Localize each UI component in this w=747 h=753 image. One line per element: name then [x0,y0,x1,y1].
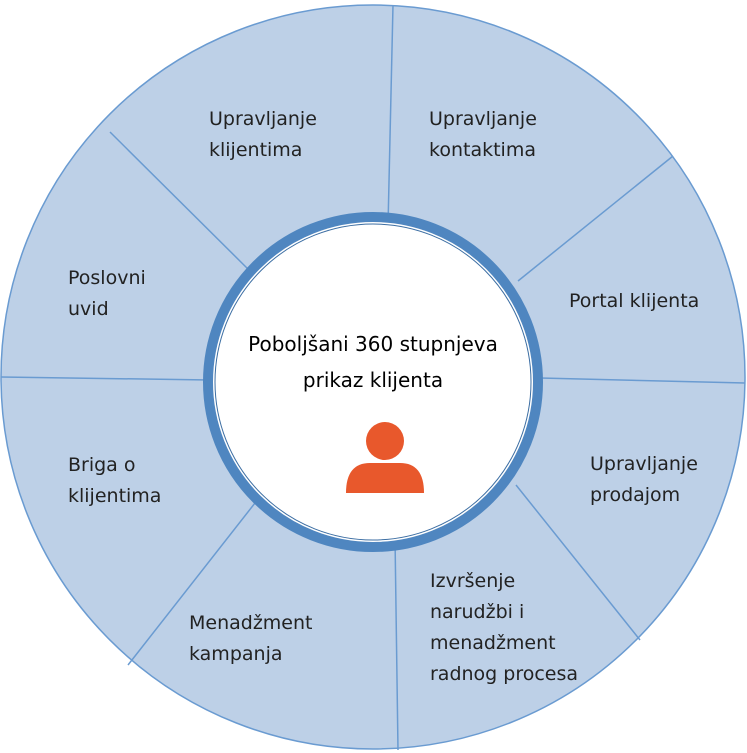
segment-briga-o-klijentima-line-1: Briga o [68,454,136,476]
divider-left [0,376,211,381]
person-icon [346,422,424,493]
segment-izvrsenje-narudzbi-line-3: menadžment [430,632,556,654]
segment-upravljanje-prodajom: Upravljanje prodajom [590,449,698,511]
person-icon-body [346,463,424,493]
divider-bottom [394,536,399,751]
segment-poslovni-uvid-line-1: Poslovni [68,267,146,289]
divider-top-right [517,155,674,282]
segment-upravljanje-kontaktima-line-2: kontaktima [429,139,536,161]
segment-upravljanje-prodajom-line-1: Upravljanje [590,453,698,475]
center-ring [203,212,543,552]
segment-poslovni-uvid-line-2: uvid [68,298,109,320]
segment-upravljanje-kontaktima-line-1: Upravljanje [429,108,537,130]
divider-bottom-right [515,484,641,641]
center-inner-edge [214,223,532,541]
segment-izvrsenje-narudzbi-line-4: radnog procesa [430,663,579,685]
segment-upravljanje-klijentima-line-2: klijentima [209,139,303,161]
divider-top-left [109,131,256,277]
center-title-line-2: prikaz klijenta [302,368,444,392]
divider-top [387,4,394,227]
segment-portal-klijenta-line-1: Portal klijenta [569,290,700,312]
segment-izvrsenje-narudzbi-line-1: Izvršenje [430,570,516,592]
segment-upravljanje-kontaktima: Upravljanje kontaktima [429,104,537,166]
segment-izvrsenje-narudzbi: Izvršenje narudžbi i menadžment radnog p… [430,566,578,690]
segment-poslovni-uvid: Poslovni uvid [68,263,146,325]
center-title-line-1: Poboljšani 360 stupnjeva [248,332,498,356]
divider-right [539,377,746,384]
segment-portal-klijenta: Portal klijenta [569,286,699,317]
segment-upravljanje-prodajom-line-2: prodajom [590,484,681,506]
segment-menadzment-kampanja-line-1: Menadžment [189,612,313,634]
segment-menadzment-kampanja-line-2: kampanja [189,643,283,665]
segment-dividers [0,4,746,751]
person-icon-head [366,422,404,460]
segment-upravljanje-klijentima-line-1: Upravljanje [209,108,317,130]
divider-bottom-left [127,502,256,666]
center-title: Poboljšani 360 stupnjeva prikaz klijenta [223,326,523,398]
segment-upravljanje-klijentima: Upravljanje klijentima [209,104,317,166]
segment-izvrsenje-narudzbi-line-2: narudžbi i [430,601,525,623]
segment-briga-o-klijentima-line-2: klijentima [68,485,162,507]
segment-briga-o-klijentima: Briga o klijentima [68,450,161,512]
segment-menadzment-kampanja: Menadžment kampanja [189,608,313,670]
